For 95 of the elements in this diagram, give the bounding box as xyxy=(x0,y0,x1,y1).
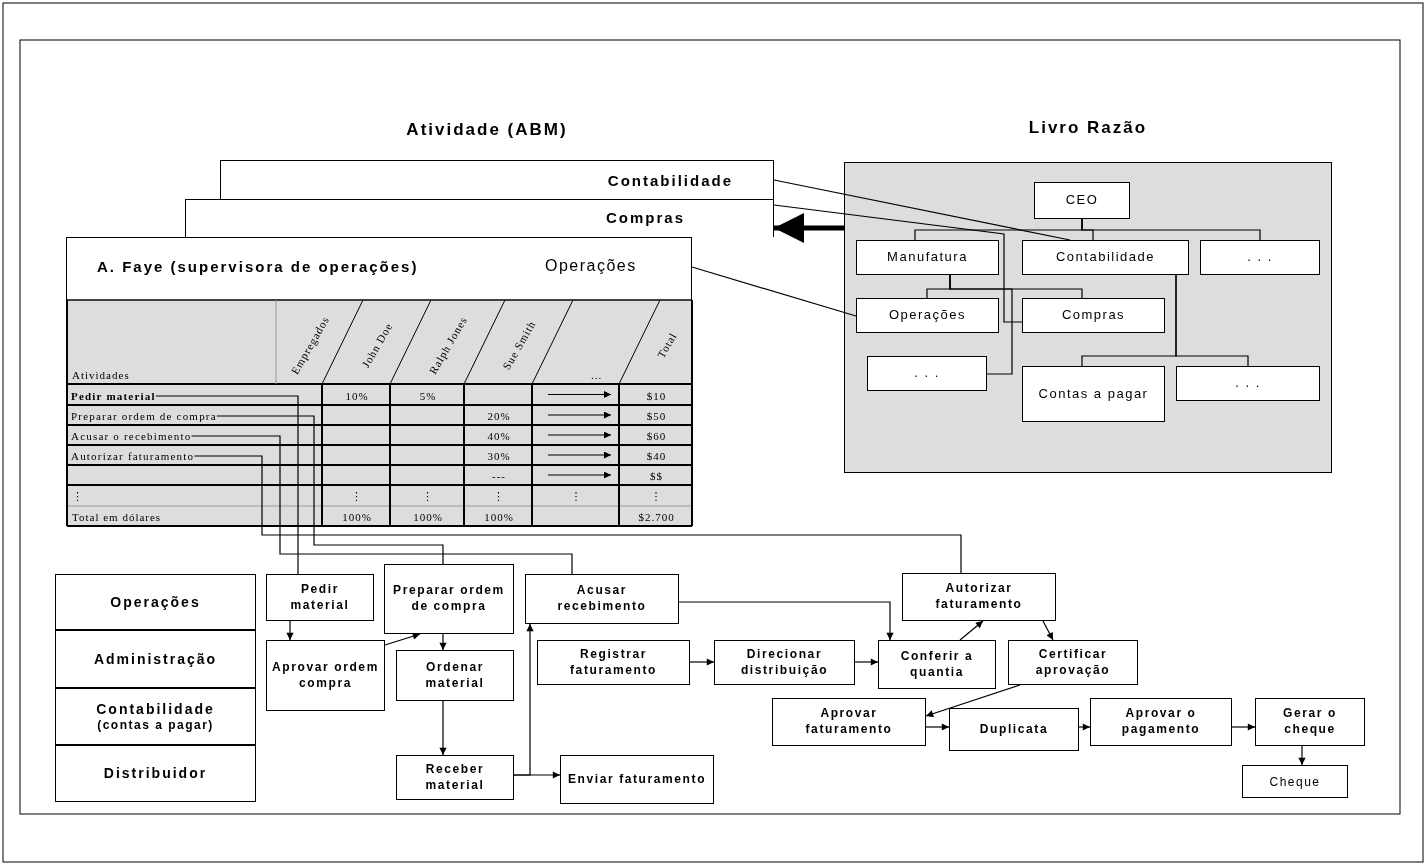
card-panel xyxy=(220,160,774,199)
activity-label: Preparar ordem de compra xyxy=(71,406,217,426)
leader-line xyxy=(155,395,299,575)
percentage-value: 20% xyxy=(487,409,511,423)
arrow xyxy=(854,658,879,666)
process-box: Registrar faturamento xyxy=(537,640,690,685)
amount-value: $50 xyxy=(646,409,667,423)
connector-line xyxy=(1175,274,1249,367)
percentage-value: 5% xyxy=(419,388,437,403)
org-unit-box: CEO xyxy=(1034,182,1130,219)
process-box: Receber material xyxy=(396,755,514,800)
ellipsis-mark: ⋮ xyxy=(422,489,434,504)
activity-label: Acusar o recebimento xyxy=(71,426,192,446)
lane-title: Contabilidade xyxy=(96,699,215,718)
org-unit-box: Contas a pagar xyxy=(1022,366,1165,422)
leader-line xyxy=(216,415,444,565)
arrow xyxy=(689,658,715,666)
process-box: Direcionar distribuição xyxy=(714,640,855,685)
arrow xyxy=(1231,723,1256,731)
process-box: Enviar faturamento xyxy=(560,755,714,804)
ellipsis-mark: ⋮ xyxy=(351,489,363,504)
card-panel xyxy=(185,199,774,237)
process-box: Aprovar o pagamento xyxy=(1090,698,1232,746)
connector-line xyxy=(949,274,1013,375)
placeholder-value: --- xyxy=(492,469,506,483)
lane-header xyxy=(55,688,256,745)
percentage-value: 10% xyxy=(345,388,369,403)
org-unit-box: . . . xyxy=(867,356,987,391)
arrow xyxy=(1078,723,1091,731)
percentage-value: 100% xyxy=(342,510,372,524)
arrow xyxy=(439,700,447,756)
card-title: A. Faye (supervisora de operações) xyxy=(97,258,419,275)
process-box: Aprovar ordem compra xyxy=(266,640,385,711)
amount-value: $10 xyxy=(646,388,667,403)
card-title: Contabilidade xyxy=(607,172,733,189)
arrow xyxy=(1042,620,1054,641)
connector-line xyxy=(691,266,857,317)
org-unit-box: Operações xyxy=(856,298,999,333)
arrow xyxy=(925,723,950,731)
process-box: Certificar aprovação xyxy=(1008,640,1138,685)
arrow xyxy=(439,633,447,651)
process-box: Preparar ordem de compra xyxy=(384,564,514,634)
leader-line xyxy=(193,455,962,574)
connector-line xyxy=(773,204,1023,323)
process-box: Autorizar faturamento xyxy=(902,573,1056,621)
process-box: Conferir a quantia xyxy=(878,640,996,689)
percentage-value: 100% xyxy=(413,510,443,524)
arrow xyxy=(959,620,984,641)
org-unit-box: Compras xyxy=(1022,298,1165,333)
leader-line xyxy=(190,435,573,575)
process-box: Gerar o cheque xyxy=(1255,698,1365,746)
activity-label: Pedir material xyxy=(71,386,156,406)
org-unit-box: . . . xyxy=(1176,366,1320,401)
arrow xyxy=(1298,745,1306,766)
lane-header: Administração xyxy=(55,630,256,688)
ellipsis-mark: ⋮ xyxy=(493,489,505,504)
arrow xyxy=(513,623,534,776)
lane-subtitle: (contas a pagar) xyxy=(97,717,214,734)
percentage-value: 40% xyxy=(487,429,511,443)
amount-value: $60 xyxy=(646,429,667,443)
arrow xyxy=(678,601,894,641)
percentage-value: 30% xyxy=(487,449,511,463)
org-unit-box: Manufatura xyxy=(856,240,999,275)
process-box: Pedir material xyxy=(266,574,374,621)
arrow xyxy=(774,213,844,243)
org-unit-box: Contabilidade xyxy=(1022,240,1189,275)
org-unit-box: . . . xyxy=(1200,240,1320,275)
document-box: Cheque xyxy=(1242,765,1348,798)
process-box: Aprovar faturamento xyxy=(772,698,926,746)
amount-value: $$ xyxy=(650,469,663,483)
process-box: Acusar recebimento xyxy=(525,574,679,624)
percentage-value: 100% xyxy=(484,510,514,524)
total-label: Total em dólares xyxy=(72,510,162,524)
card-title: Compras xyxy=(605,209,685,226)
connector-line xyxy=(773,179,1071,241)
card-panel xyxy=(66,237,692,526)
section-heading: Atividade (ABM) xyxy=(406,120,568,140)
arrow xyxy=(925,684,1021,718)
panel-heading: Livro Razão xyxy=(1027,118,1149,138)
lane-header: Operações xyxy=(55,574,256,630)
process-box: Duplicata xyxy=(949,708,1079,751)
arrow xyxy=(384,632,421,646)
column-header: Atividades xyxy=(72,368,130,382)
amount-value: $2.700 xyxy=(638,510,675,524)
amount-value: $40 xyxy=(646,449,667,463)
lane-header: Distribuidor xyxy=(55,745,256,802)
activity-label: Autorizar faturamento xyxy=(71,446,195,466)
column-header: ... xyxy=(590,368,603,382)
arrow xyxy=(286,620,294,641)
ellipsis-mark: ⋮ xyxy=(72,489,84,504)
department-label: Operações xyxy=(545,257,637,275)
connector-line xyxy=(1081,218,1261,241)
ellipsis-mark: ⋮ xyxy=(570,489,583,504)
process-box: Ordenar material xyxy=(396,650,514,701)
ellipsis-mark: ⋮ xyxy=(650,489,663,504)
